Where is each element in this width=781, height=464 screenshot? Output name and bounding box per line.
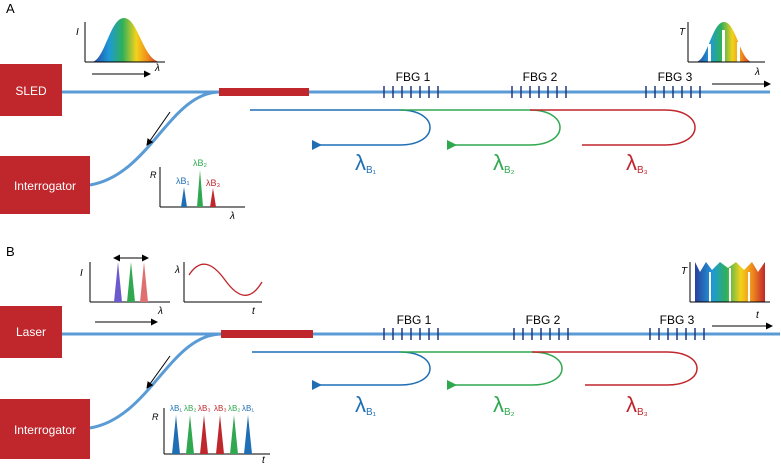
interrogator-label-a: Interrogator bbox=[14, 179, 76, 193]
reflect-xlabel-a: λ bbox=[229, 211, 235, 222]
fbg-label-3: FBG 3 bbox=[660, 313, 695, 327]
fiber-branch bbox=[89, 332, 223, 430]
reflect-peak-label-1-b: λB₁ bbox=[170, 404, 182, 413]
transmit-xlabel-a: λ bbox=[754, 67, 760, 78]
coupler bbox=[219, 88, 309, 96]
lambda-b2-b: λB₂ bbox=[493, 392, 515, 418]
input-ylabel-a: I bbox=[76, 27, 79, 38]
reflection-loop-green bbox=[400, 109, 561, 150]
fbg-grating-2 bbox=[511, 86, 567, 98]
interrogator-box-b[interactable]: Interrogator bbox=[0, 399, 90, 459]
reflection-loop-red bbox=[532, 351, 698, 386]
reflect-peak-label-2-a: λB₂ bbox=[193, 158, 208, 168]
transmission-plot-a: T λ bbox=[679, 22, 765, 78]
reflect-xlabel-b: t bbox=[262, 455, 266, 464]
lambda-b2-a: λB₂ bbox=[493, 150, 515, 176]
laser-label: Laser bbox=[16, 325, 46, 339]
reflection-loop-red bbox=[530, 109, 696, 146]
reflection-loop-blue bbox=[252, 351, 431, 390]
lambda-b1-a: λB₁ bbox=[355, 150, 377, 176]
input-spectrum-plot-b: I λ bbox=[80, 254, 170, 326]
lambda-b3-b: λB₃ bbox=[626, 392, 648, 418]
fbg-grating-1 bbox=[383, 86, 439, 98]
lambda-b3-a: λB₃ bbox=[626, 150, 648, 176]
interrogator-box-a[interactable]: Interrogator bbox=[0, 156, 90, 214]
reflect-ylabel-b: R bbox=[152, 412, 159, 422]
reflection-loop-blue bbox=[250, 109, 431, 150]
reflection-loop-green bbox=[400, 351, 563, 390]
fbg-label-1: FBG 1 bbox=[396, 70, 431, 84]
laser-box[interactable]: Laser bbox=[0, 306, 62, 358]
reflect-peak-label-1-a: λB₁ bbox=[176, 176, 190, 186]
fbg-label-2: FBG 2 bbox=[526, 313, 561, 327]
fbg-label-3: FBG 3 bbox=[658, 70, 693, 84]
reflect-peak-label-2-b: λB₂ bbox=[184, 404, 196, 413]
reflect-ylabel-a: R bbox=[150, 170, 157, 180]
reflection-plot-a: R λ λB₁ λB₂ λB₃ bbox=[150, 158, 245, 222]
sweep-plot-b: λ t bbox=[174, 262, 263, 317]
reflect-peak-label-3-a: λB₃ bbox=[206, 178, 221, 188]
reflection-plot-b: R t λB₁ λB₂ λB₃ λB₃ λB₂ λB₁ bbox=[152, 404, 270, 464]
transmit-ylabel-a: T bbox=[679, 27, 686, 38]
sled-box[interactable]: SLED bbox=[0, 64, 62, 116]
reflect-peak-label-6-b: λB₁ bbox=[242, 404, 254, 413]
transmit-xlabel-b: t bbox=[756, 310, 760, 321]
fbg-label-2: FBG 2 bbox=[523, 70, 558, 84]
reflect-peak-label-3-b: λB₃ bbox=[198, 404, 211, 413]
sweep-ylabel-b: λ bbox=[174, 265, 180, 276]
transmission-plot-b: T t bbox=[681, 262, 770, 321]
transmit-ylabel-b: T bbox=[681, 266, 688, 277]
input-spectrum-plot-a: I λ bbox=[76, 18, 165, 78]
fbg-grating-3 bbox=[645, 86, 701, 98]
fbg-grating-3 bbox=[649, 328, 705, 340]
coupler bbox=[221, 330, 313, 338]
panel-a: A SLED Interrogator bbox=[0, 1, 771, 222]
fbg-grating-2 bbox=[513, 328, 569, 340]
fbg-grating-1 bbox=[383, 328, 439, 340]
reflect-peak-label-4-b: λB₃ bbox=[214, 404, 227, 413]
lambda-b1-b: λB₁ bbox=[355, 392, 377, 418]
input-ylabel-b: I bbox=[80, 268, 83, 279]
sled-label: SLED bbox=[15, 84, 47, 98]
fiber-branch bbox=[89, 90, 221, 187]
panel-a-label: A bbox=[6, 1, 15, 16]
reflect-peak-label-5-b: λB₂ bbox=[228, 404, 240, 413]
fbg-label-1: FBG 1 bbox=[397, 313, 432, 327]
input-xlabel-b: λ bbox=[157, 306, 163, 317]
direction-arrow bbox=[146, 355, 171, 389]
input-xlabel-a: λ bbox=[154, 63, 160, 74]
sweep-xlabel-b: t bbox=[252, 306, 256, 317]
direction-arrow bbox=[146, 111, 171, 146]
panel-b-label: B bbox=[6, 244, 15, 259]
panel-b: B Laser Interrogator FBG 1 FBG 2 FBG 3 bbox=[0, 244, 780, 464]
interrogator-label-b: Interrogator bbox=[14, 423, 76, 437]
